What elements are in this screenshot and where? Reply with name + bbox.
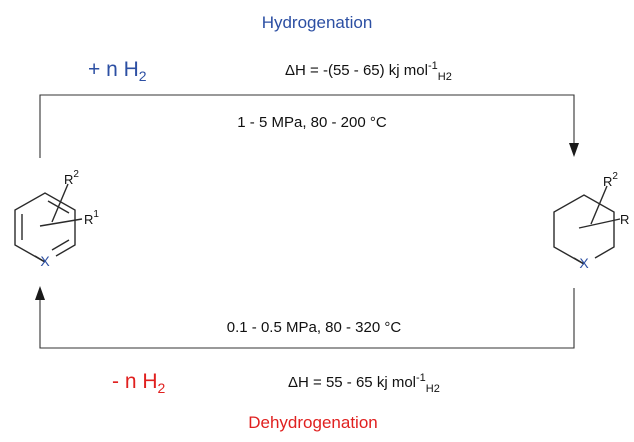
hydrogenation-title: Hydrogenation	[262, 13, 373, 32]
hydrogenation-enthalpy: ΔH = -(55 - 65) kj mol-1H2	[285, 60, 452, 83]
saturated-molecule: R2 R X	[553, 171, 629, 271]
hydrogenation-arrow	[39, 94, 575, 158]
aromatic-ring-bond-x	[34, 255, 46, 263]
substituent-r2: R2	[64, 169, 79, 187]
dehydrogenation-conditions: 0.1 - 0.5 MPa, 80 - 320 °C	[227, 319, 402, 336]
aromatic-heteroatom: X	[40, 253, 50, 269]
saturated-ring-bond-x	[573, 257, 585, 265]
dehydrogenation-arrow	[39, 288, 575, 349]
hydrogen-uptake-label: + n H2	[88, 58, 147, 84]
bond-to-r1	[39, 218, 83, 227]
bond-to-r2	[51, 183, 69, 223]
hydrogenation-conditions: 1 - 5 MPa, 80 - 200 °C	[237, 114, 387, 131]
aromatic-molecule: R2 R1 X	[14, 169, 99, 269]
dehydrogenation-arrowhead	[35, 286, 45, 300]
substituent-r-sat: R	[620, 212, 629, 227]
saturated-ring-bonds	[553, 194, 615, 265]
dehydrogenation-enthalpy: ΔH = 55 - 65 kj mol-1H2	[288, 372, 440, 395]
aromatic-ring-bonds	[14, 192, 76, 263]
hydrogenation-arrowhead	[569, 143, 579, 157]
saturated-heteroatom: X	[579, 255, 589, 271]
bond-to-r-sat	[578, 218, 621, 229]
substituent-r2-sat: R2	[603, 171, 618, 189]
hydrogen-release-label: - n H2	[112, 370, 166, 396]
aromatic-double-bond-bottom	[51, 239, 70, 251]
dehydrogenation-title: Dehydrogenation	[248, 413, 377, 432]
substituent-r1: R1	[84, 209, 99, 227]
bond-to-r2-sat	[590, 185, 608, 225]
